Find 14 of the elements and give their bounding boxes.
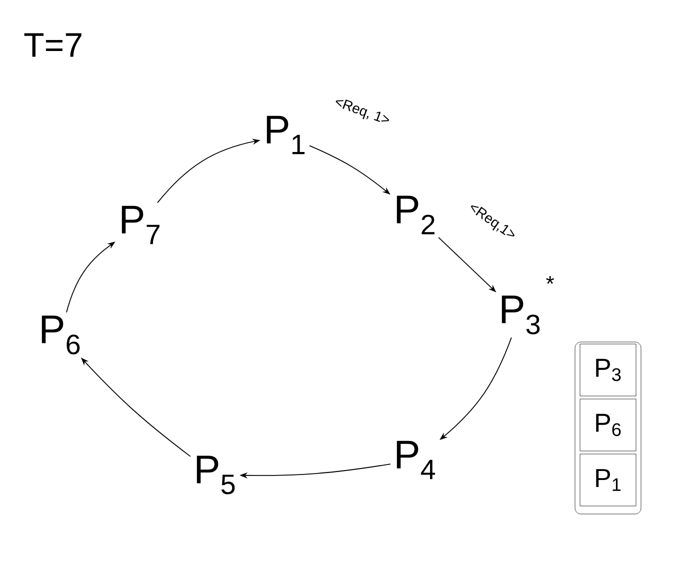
process-label: P$_{3}$ bbox=[502, 296, 540, 334]
title: T=7 bbox=[24, 33, 82, 57]
stack-cell: P$_{6}$ bbox=[580, 398, 636, 452]
asterisk-mark: * bbox=[546, 276, 554, 284]
stack-cell: P$_{3}$ bbox=[580, 344, 636, 396]
process-label: P$_{5}$ bbox=[196, 456, 235, 494]
edge-label: <Req, 1> bbox=[332, 94, 392, 130]
process-label: P$_{6}$ bbox=[42, 316, 80, 354]
process-label: P$_{7}$ bbox=[122, 206, 160, 244]
stack-box bbox=[574, 342, 642, 514]
process-label: P$_{1}$ bbox=[266, 116, 305, 154]
stack-cell: P$_{1}$ bbox=[580, 454, 636, 506]
process-label: P$_{2}$ bbox=[396, 196, 434, 234]
process-label: P$_{4}$ bbox=[396, 440, 436, 480]
